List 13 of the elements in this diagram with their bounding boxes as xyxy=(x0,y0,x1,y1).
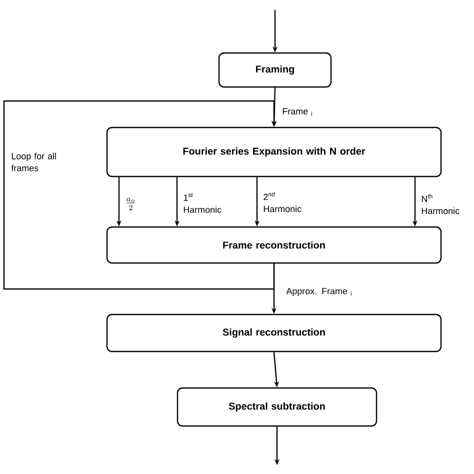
edge-label: Frame $_{i}$ xyxy=(282,108,312,116)
edge-label: 2$^{nd}$ Harmonic xyxy=(264,192,302,212)
process-box: Fourier series Expansion with N order xyxy=(106,126,442,178)
edge-label: Approx. Frame $_{i}$ xyxy=(286,288,352,296)
edge-label: 1$^{st}$ Harmonic xyxy=(184,193,222,213)
process-box: Spectral subtraction xyxy=(176,387,378,427)
edge-label: N$^{th}$ Harmonic xyxy=(422,194,460,214)
process-box: Frame reconstruction xyxy=(106,226,442,264)
edge-label: $\frac{a_o}{2}$ xyxy=(126,198,136,210)
process-box: Signal reconstruction xyxy=(106,314,442,352)
arrow xyxy=(3,100,277,290)
edge-label: Loop for all frames xyxy=(11,152,56,172)
process-box: Framing xyxy=(218,52,332,88)
